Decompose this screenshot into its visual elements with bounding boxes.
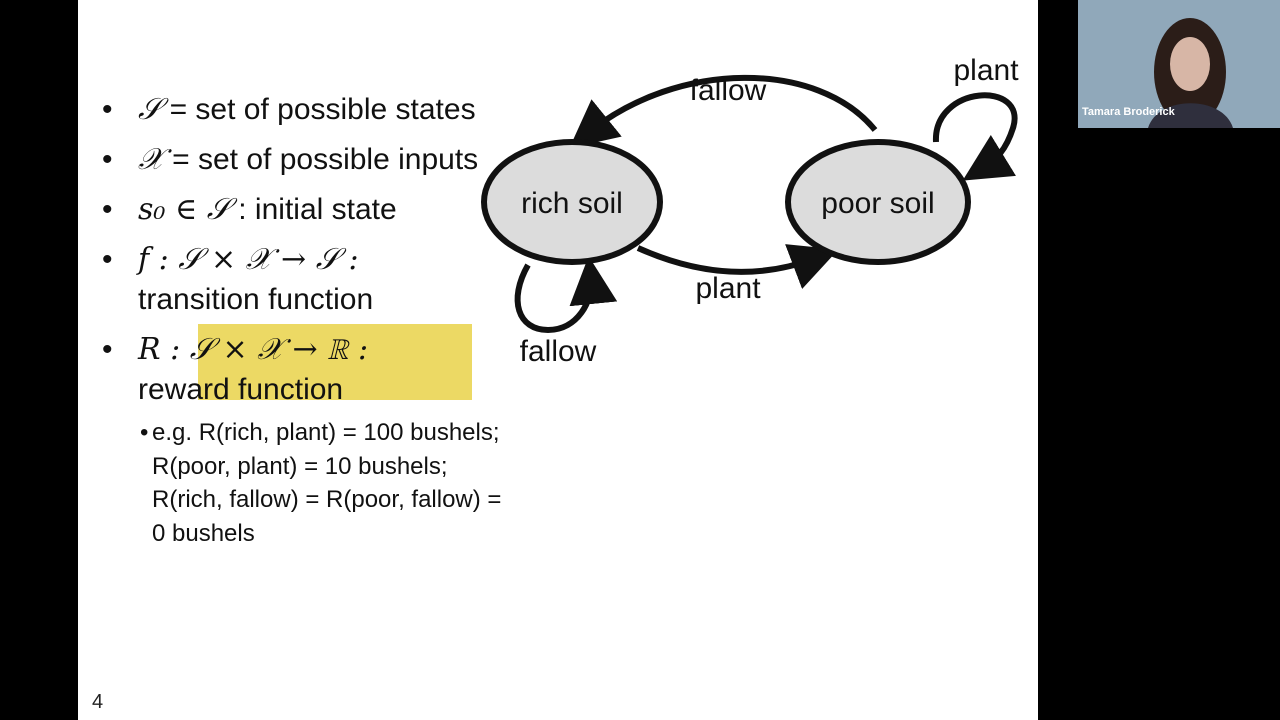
bullet-dot: • — [102, 193, 113, 226]
bullet-math: 𝒮 — [138, 92, 162, 127]
participant-video[interactable]: Tamara Broderick — [1078, 0, 1280, 128]
bullet-dot: • — [102, 143, 113, 176]
slide: • 𝒮 = set of possible states • 𝒳 = set o… — [78, 0, 1038, 720]
bullet-text: = set of possible states — [161, 93, 476, 126]
bullet-transition: • f : 𝒮 × 𝒳 → 𝒮 : transition function — [92, 240, 512, 320]
edge-label-fallow-top: fallow — [690, 74, 767, 107]
bullet-math: s₀ ∈ 𝒮 — [138, 192, 230, 227]
edge-plant-bottom — [636, 244, 839, 289]
state-poor-soil — [785, 139, 971, 265]
bullet-dot: • — [102, 243, 113, 276]
edge-fallow-self-rich — [514, 256, 618, 334]
bullet-initial-state: • s₀ ∈ 𝒮 : initial state — [92, 190, 512, 230]
edge-label-plant-self: plant — [953, 54, 1019, 87]
edge-label-fallow-self: fallow — [520, 335, 597, 368]
state-rich-soil — [481, 139, 663, 265]
bullet-text: = set of possible inputs — [163, 143, 479, 176]
state-rich-label: rich soil — [521, 187, 623, 220]
state-diagram: rich soil poor soil fallow plant plant f… — [481, 54, 1019, 368]
page-number: 4 — [92, 691, 104, 713]
bullet-text: : initial state — [229, 193, 397, 226]
participant-avatar — [1078, 0, 1280, 128]
bullet-list: • 𝒮 = set of possible states • 𝒳 = set o… — [92, 90, 512, 550]
bullet-text: transition function — [138, 283, 374, 316]
edge-plant-self-poor — [932, 92, 1018, 181]
bullet-dot: • — [140, 419, 149, 446]
bullet-dot: • — [102, 93, 113, 126]
bullet-reward: • R : 𝒮 × 𝒳 → ℝ : reward function — [92, 330, 512, 410]
bullet-math: R : 𝒮 × 𝒳 → ℝ : — [138, 332, 369, 367]
highlight-box — [198, 324, 472, 400]
bullet-math: 𝒳 — [138, 142, 164, 177]
edge-fallow-top — [569, 74, 878, 149]
edge-label-plant-bottom: plant — [695, 272, 761, 305]
sub-bullet-example: • e.g. R(rich, plant) = 100 bushels; R(p… — [92, 416, 512, 550]
bullet-math: f : 𝒮 × 𝒳 → 𝒮 : — [138, 242, 359, 277]
participant-name: Tamara Broderick — [1082, 106, 1175, 118]
state-poor-label: poor soil — [821, 187, 934, 220]
bullet-dot: • — [102, 333, 113, 366]
sub-bullet-text: e.g. R(rich, plant) = 100 bushels; R(poo… — [152, 419, 502, 547]
bullet-states: • 𝒮 = set of possible states — [92, 90, 512, 130]
bullet-text: reward function — [138, 373, 344, 406]
bullet-inputs: • 𝒳 = set of possible inputs — [92, 140, 512, 180]
